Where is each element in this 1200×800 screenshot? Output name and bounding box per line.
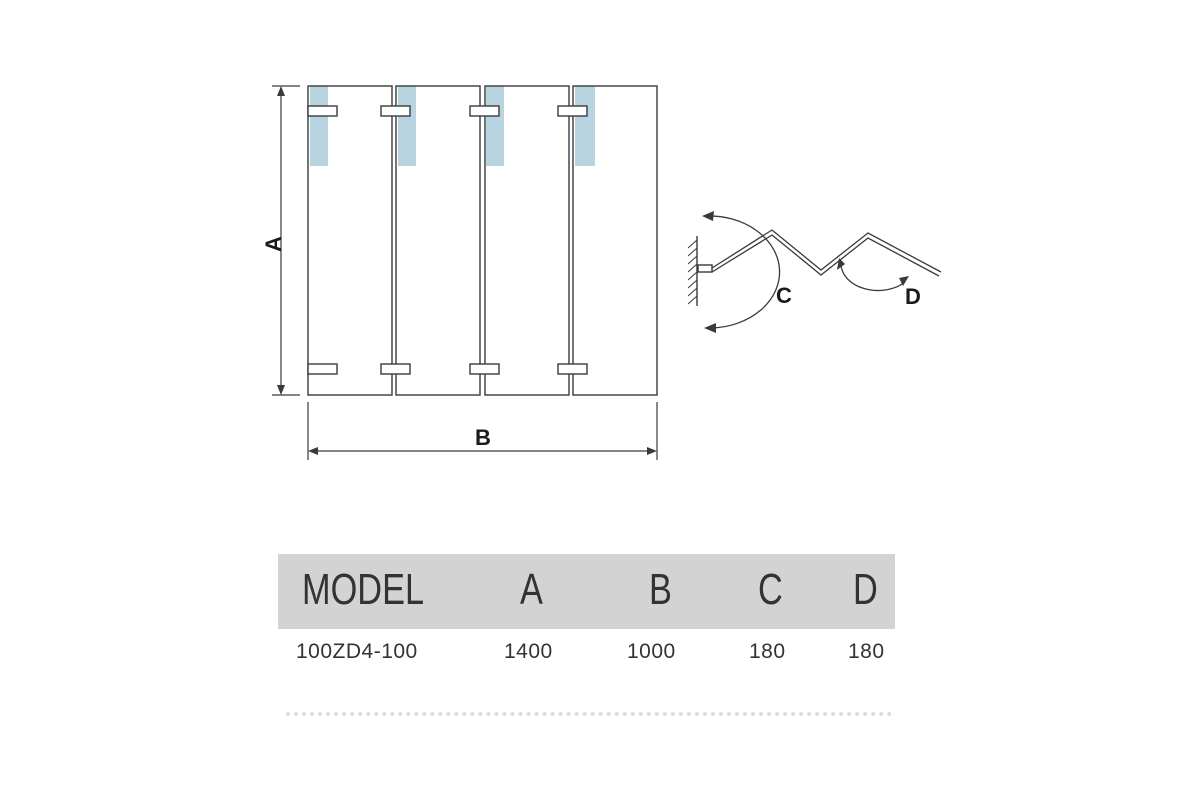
hinge-top-3 (469, 105, 500, 117)
hinge-bottom-1 (307, 363, 338, 375)
panel-3-glass-tint (486, 86, 504, 166)
arc-c (705, 215, 781, 329)
dimension-b (307, 402, 658, 460)
hinge-bottom-4 (557, 363, 588, 375)
dimension-a (272, 85, 300, 396)
cell-c: 180 (749, 640, 786, 663)
panel-1-glass-tint (310, 86, 328, 166)
header-model: MODEL (302, 565, 425, 614)
spec-table: MODEL A B C D 100ZD4-100 1400 1000 180 1… (278, 554, 895, 716)
hinge-top-1 (307, 105, 338, 117)
dotted-divider (286, 712, 892, 716)
header-c: C (758, 565, 783, 614)
header-a: A (520, 565, 543, 614)
cell-b: 1000 (627, 640, 676, 663)
plan-view (687, 215, 942, 329)
hinge-top-4 (557, 105, 588, 117)
cell-model: 100ZD4-100 (296, 640, 418, 663)
panel-2-glass-tint (398, 86, 416, 166)
arc-arrowheads (702, 211, 909, 333)
front-elevation (307, 85, 658, 396)
wall-bracket (697, 264, 713, 273)
table-row: 100ZD4-100 1400 1000 180 180 (278, 629, 895, 679)
panel-3 (484, 85, 570, 396)
angle-d-label: D (905, 284, 921, 309)
header-b: B (649, 565, 672, 614)
arc-d (840, 262, 906, 292)
spec-table-header: MODEL A B C D (278, 554, 895, 629)
panel-2 (395, 85, 481, 396)
panel-1 (307, 85, 393, 396)
cell-d: 180 (848, 640, 885, 663)
dimension-b-label: B (475, 425, 491, 450)
panel-4 (572, 85, 658, 396)
wall-hatching (687, 239, 698, 305)
hinge-top-2 (380, 105, 411, 117)
hinge-bottom-3 (469, 363, 500, 375)
folded-panels (711, 229, 942, 273)
angle-c-label: C (776, 283, 792, 308)
panel-4-glass-tint (575, 86, 595, 166)
dimension-a-label: A (261, 236, 286, 252)
hinge-bottom-2 (380, 363, 411, 375)
cell-a: 1400 (504, 640, 553, 663)
header-d: D (853, 565, 878, 614)
